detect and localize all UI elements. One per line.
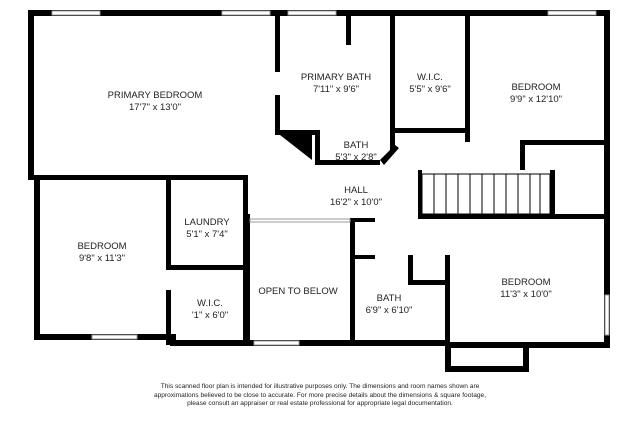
- room-wic-lower: W.I.C.'1" x 6'0": [192, 298, 228, 322]
- room-wic-upper: W.I.C.5'5" x 9'6": [409, 72, 451, 96]
- disclaimer-line: please consult an appraiser or real esta…: [187, 400, 453, 407]
- room-dims: 5'3" x 2'8": [335, 152, 377, 163]
- room-name: BATH: [343, 140, 369, 151]
- room-name: BATH: [376, 293, 402, 304]
- room-dims: 17'7" x 13'0": [128, 102, 182, 113]
- room-name: BEDROOM: [77, 241, 127, 252]
- room-name: W.I.C.: [197, 298, 223, 309]
- room-name: W.I.C.: [417, 72, 443, 83]
- room-dims: '1" x 6'0": [191, 310, 229, 321]
- room-open-to-below: OPEN TO BELOW: [258, 286, 337, 298]
- room-name: PRIMARY BEDROOM: [107, 90, 203, 101]
- room-dims: 7'11" x 9'6": [312, 84, 360, 95]
- room-name: HALL: [344, 185, 368, 196]
- room-dims: 11'3" x 10'0": [500, 289, 552, 300]
- room-name: OPEN TO BELOW: [258, 286, 338, 297]
- room-dims: 6'9" x 6'10": [365, 305, 413, 316]
- room-name: PRIMARY BATH: [300, 72, 372, 83]
- room-dims: 16'2" x 10'0": [329, 197, 383, 208]
- room-dims: 9'8" x 11'3": [78, 253, 126, 264]
- room-name: BEDROOM: [511, 82, 561, 93]
- stairs: [421, 173, 551, 215]
- room-name: LAUNDRY: [184, 217, 230, 228]
- room-dims: 5'5" x 9'6": [409, 84, 451, 95]
- room-dims: 9'9" x 12'10": [509, 94, 563, 105]
- disclaimer-line: This scanned floor plan is intended for …: [160, 383, 480, 390]
- windows: [51, 10, 610, 346]
- walls: [28, 10, 610, 372]
- disclaimer: This scanned floor plan is intended for …: [0, 383, 640, 409]
- disclaimer-line: approximations believed to be close to a…: [153, 391, 487, 399]
- room-dims: 5'1" x 7'4": [186, 229, 228, 240]
- room-name: BEDROOM: [501, 277, 551, 288]
